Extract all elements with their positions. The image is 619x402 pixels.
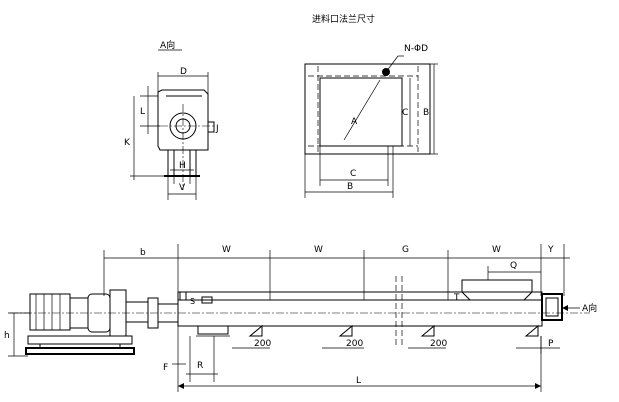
outlet-neck xyxy=(461,291,533,301)
dim-l-label: L xyxy=(140,107,145,117)
outlet-box xyxy=(461,279,533,293)
dim-f-label: F xyxy=(163,363,168,373)
flange-outer-rect xyxy=(304,63,431,155)
dim-h-label: H xyxy=(179,161,186,171)
bolt-hole-leader xyxy=(385,55,399,73)
dim-200-2-label: 200 xyxy=(346,339,363,349)
dim-a-label: A xyxy=(351,117,358,127)
dim-v-label: V xyxy=(179,183,186,193)
flange-title: 进料口法兰尺寸 xyxy=(312,13,375,25)
drive-base-plate xyxy=(25,347,135,355)
dim-q-label: Q xyxy=(510,261,517,271)
end-bearing-housing xyxy=(541,293,563,321)
side-view-flange-j xyxy=(208,121,215,133)
support-foot-1 xyxy=(197,325,229,335)
dim-b-top-label: b xyxy=(140,248,146,258)
dim-y-label: Y xyxy=(547,245,554,255)
dim-l-bottom-label: L xyxy=(356,376,361,386)
dim-k-label: K xyxy=(124,138,131,148)
dim-t-label: T xyxy=(453,293,460,303)
dim-s-label: S xyxy=(190,297,195,306)
flange-view: N-ΦD A C B C B xyxy=(304,44,438,198)
dim-g-label: G xyxy=(402,245,409,255)
flange-inner-rect xyxy=(319,77,403,147)
dim-b-right-label: B xyxy=(423,108,429,118)
dim-c-right-label: C xyxy=(402,108,408,118)
support-bracket-2 xyxy=(338,324,353,337)
dim-200-1-label: 200 xyxy=(254,339,271,349)
bolt-hole-label: N-ΦD xyxy=(404,44,428,54)
side-view-label: A向 xyxy=(160,39,175,51)
dim-l-arrow-right-icon xyxy=(535,383,541,389)
a-view-label: A向 xyxy=(582,302,597,314)
inlet-stub xyxy=(179,291,187,300)
dim-w3-label: W xyxy=(492,245,501,255)
conveyor-view: b W W G W Y S T Q A向 xyxy=(4,244,597,392)
dim-c-label: C xyxy=(350,169,356,179)
dim-j-label: J xyxy=(215,124,219,134)
coupling xyxy=(125,301,149,323)
end-bearing-inner xyxy=(545,297,559,317)
side-view: A向 D L K J H xyxy=(124,39,219,200)
support-bracket-1 xyxy=(248,324,263,337)
dim-d-label: D xyxy=(180,67,187,77)
drive-shaft-bearing xyxy=(157,303,179,323)
support-bracket-3 xyxy=(420,324,435,337)
dim-r-label: R xyxy=(197,361,203,371)
conveyor-trough xyxy=(177,291,543,327)
a-view-arrow-icon xyxy=(562,305,568,311)
dim-w1-label: W xyxy=(222,245,231,255)
drive-base-frame xyxy=(27,335,133,345)
dim-l-arrow-left-icon xyxy=(178,383,184,389)
dim-b-label: B xyxy=(347,182,353,192)
dim-p-label: P xyxy=(548,339,554,349)
inlet-box xyxy=(201,296,213,304)
support-bracket-4 xyxy=(524,324,539,337)
dim-w2-label: W xyxy=(314,245,323,255)
dim-200-3-label: 200 xyxy=(430,339,447,349)
dim-h-label: h xyxy=(4,331,10,341)
dim-a-line xyxy=(343,79,381,141)
